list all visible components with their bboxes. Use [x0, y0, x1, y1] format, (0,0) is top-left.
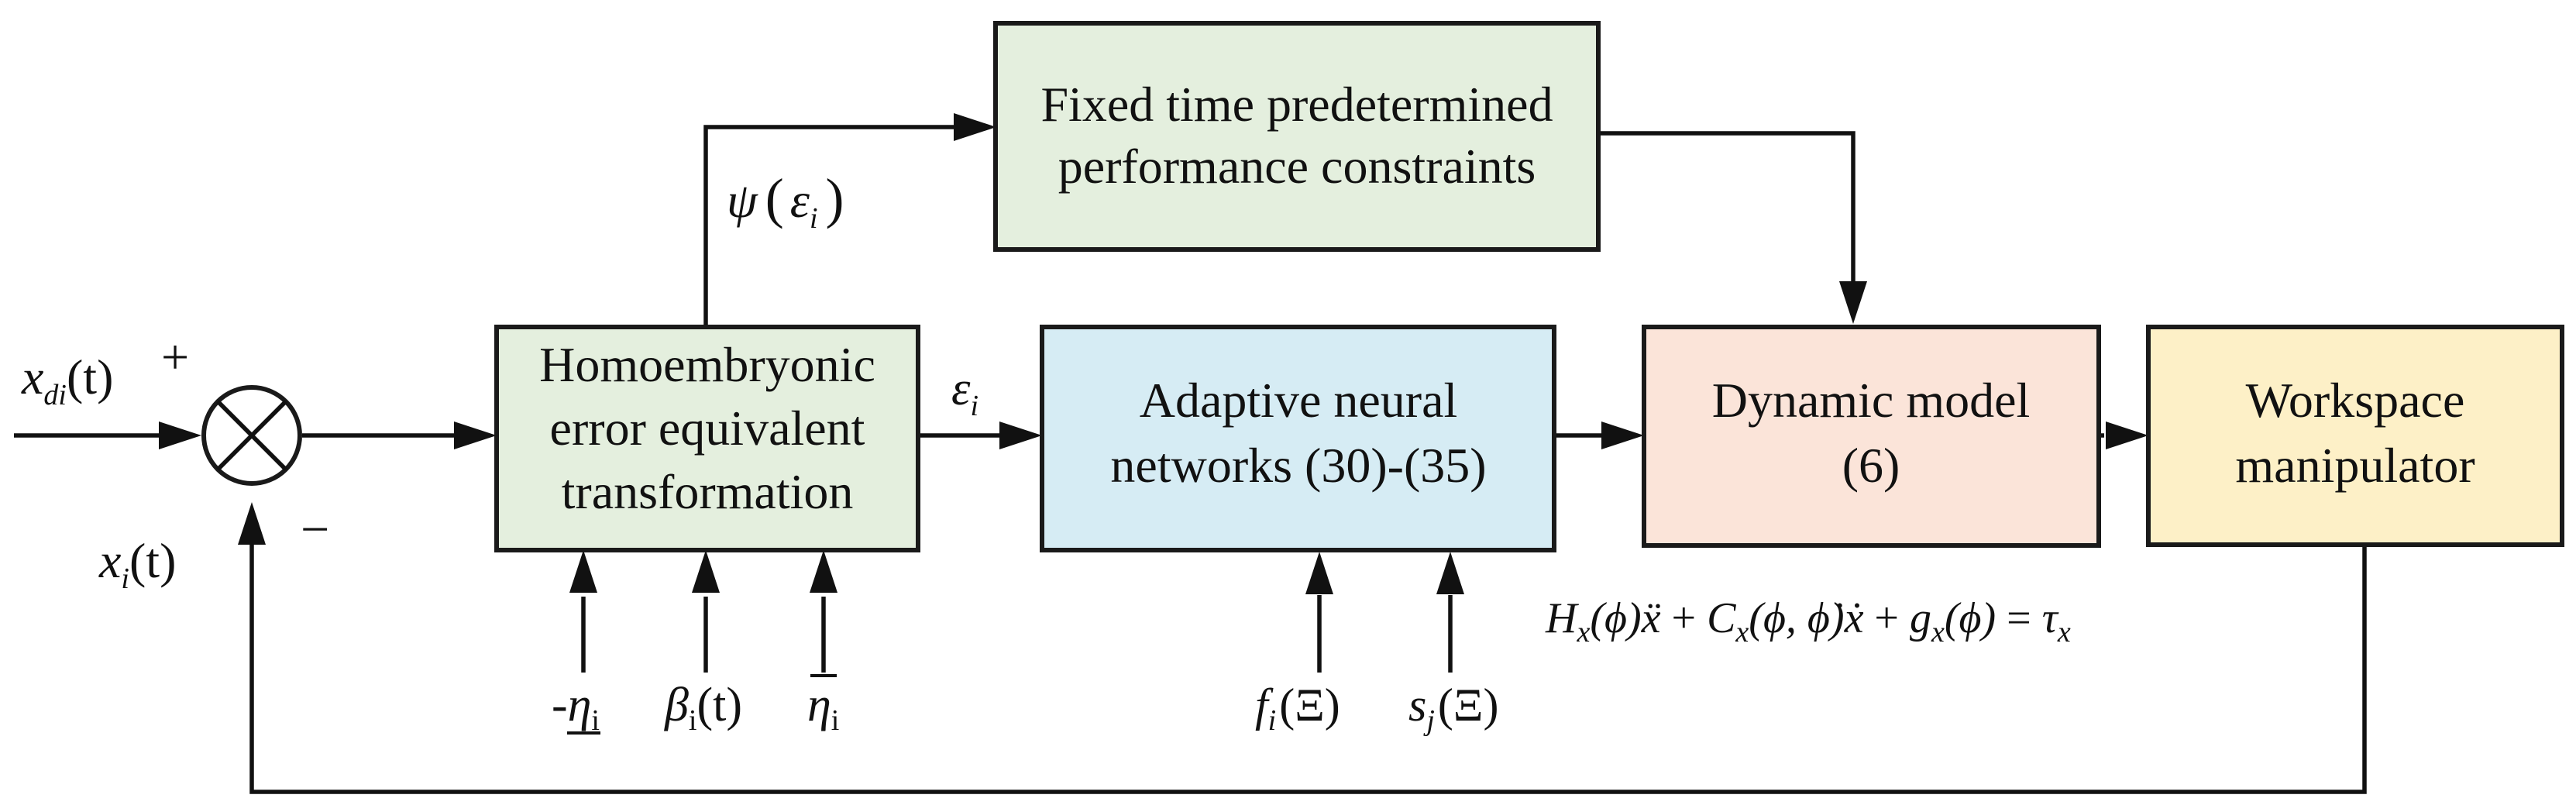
homoembryonic-block: Homoembryonic error equivalent transform… [494, 325, 920, 552]
homo-line-2: error equivalent [550, 401, 865, 456]
arrow-into-dynamic-top [1839, 281, 1867, 324]
dynamics-equation: Hx(ϕ)ẍ + Cx(ϕ, ϕ̇)ẋ + gx(ϕ) = τx [1545, 594, 2071, 649]
beta-label: βi(t) [664, 679, 742, 737]
constraints-to-dynamic-line [1598, 131, 1855, 290]
eta-lower-bound-label: -ηi [552, 679, 600, 737]
f-basis-label: fi(Ξ) [1255, 680, 1340, 737]
fixed-time-line-2: performance constraints [1058, 139, 1536, 194]
dynamic-box [1642, 325, 2101, 548]
workspace-manipulator-block: Workspace manipulator [2146, 325, 2564, 547]
dynamic-model-block: Dynamic model (6) [1642, 325, 2101, 548]
neural-line-2: networks (30)-(35) [1110, 438, 1486, 493]
arrow-eta-low [569, 550, 597, 593]
feedback-signal-label: xi(t) [98, 533, 176, 595]
homo-to-constraints-line [703, 125, 965, 327]
signal-lines [14, 125, 2367, 794]
homo-box [494, 325, 920, 552]
arrow-into-workspace [2106, 421, 2148, 449]
arrow-into-dynamic [1601, 421, 1644, 449]
neural-line-1: Adaptive neural [1140, 373, 1458, 428]
arrow-feedback-into-sum [238, 502, 266, 545]
fixed-time-line-1: Fixed time predetermined [1040, 77, 1553, 132]
arrowheads [159, 113, 2148, 594]
homo-line-1: Homoembryonic [539, 337, 875, 392]
eta-upper-bound-label: ηi [807, 679, 839, 737]
arrow-into-neural [999, 421, 1042, 449]
workspace-box [2146, 325, 2564, 547]
arrow-f [1305, 552, 1333, 594]
workspace-line-2: manipulator [2235, 438, 2475, 493]
arrow-s [1436, 552, 1464, 594]
fixed-time-constraints-block: Fixed time predetermined performance con… [993, 21, 1601, 252]
arrow-beta [692, 550, 720, 593]
s-basis-label: sj(Ξ) [1408, 680, 1498, 737]
summing-junction [201, 385, 302, 486]
arrow-into-homo [454, 421, 497, 449]
feedback-line [249, 542, 2367, 794]
arrow-into-constraints [954, 113, 996, 141]
psi-epsilon-label: ψ(εi) [727, 167, 844, 235]
homo-line-3: transformation [562, 464, 854, 519]
minus-sign: − [301, 501, 329, 558]
plus-sign: + [161, 329, 189, 384]
epsilon-label: εi [951, 363, 978, 422]
workspace-line-1: Workspace [2246, 373, 2465, 428]
fixed-time-box [993, 21, 1601, 252]
arrow-into-sum [159, 421, 201, 449]
reference-signal-label: xdi(t) [21, 349, 113, 411]
dynamic-line-1: Dynamic model [1712, 373, 2031, 428]
dynamic-line-2: (6) [1842, 438, 1900, 493]
arrow-eta-high [810, 550, 837, 593]
adaptive-neural-block: Adaptive neural networks (30)-(35) [1040, 325, 1556, 552]
neural-box [1040, 325, 1556, 552]
